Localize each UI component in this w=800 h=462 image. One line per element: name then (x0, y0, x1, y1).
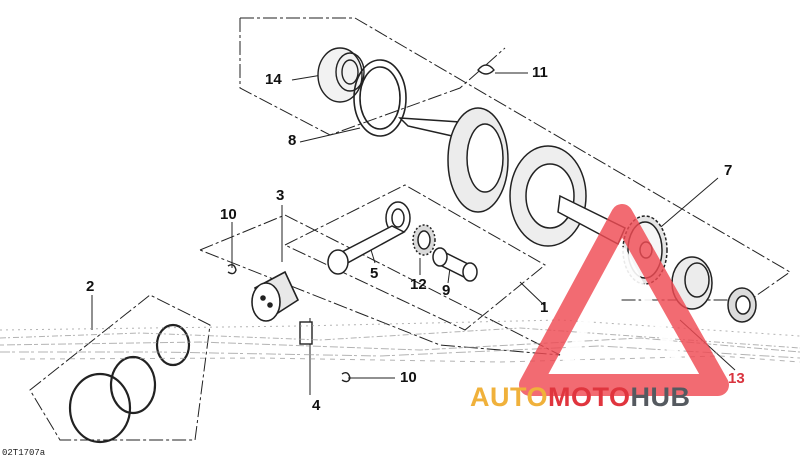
key-part-11 (477, 64, 495, 75)
callout-12: 12 (410, 276, 427, 293)
callout-11: 11 (532, 64, 548, 81)
callout-13: 13 (728, 370, 745, 387)
callout-14: 14 (265, 71, 282, 88)
callout-7: 7 (724, 162, 733, 179)
callout-3: 3 (276, 187, 285, 204)
watermark-moto: MOTO (548, 382, 631, 412)
watermark-logo: AUTOMOTOHUB (470, 384, 691, 411)
watermark-auto: AUTO (470, 382, 549, 412)
bearing-part-14 (317, 47, 365, 103)
seal-part-13 (727, 287, 757, 323)
piston-pin-part-4 (299, 321, 313, 345)
needle-bearing-part-12 (412, 224, 436, 256)
seal-ring-part-8 (353, 59, 407, 137)
callout-8: 8 (288, 132, 297, 149)
callout-10-top: 10 (220, 206, 237, 223)
piston-part-3 (251, 270, 300, 322)
piston-rings-part-2 (68, 323, 191, 444)
callout-1: 1 (540, 299, 549, 316)
watermark-triangle (519, 204, 729, 396)
callout-9: 9 (442, 282, 451, 299)
connecting-rod-part-5 (327, 201, 411, 275)
callout-2: 2 (86, 278, 95, 295)
callout-10-bottom: 10 (400, 369, 417, 386)
callout-5: 5 (370, 265, 379, 282)
document-code: 02T1707a (2, 448, 46, 458)
circlip-part-10-top (227, 263, 237, 275)
circlip-part-10-bottom (341, 371, 351, 383)
watermark-hub: HUB (630, 382, 691, 412)
rings-outline (29, 294, 211, 441)
callout-4: 4 (312, 397, 321, 414)
crank-pin-part-9 (432, 247, 478, 282)
crankshaft (398, 107, 626, 247)
